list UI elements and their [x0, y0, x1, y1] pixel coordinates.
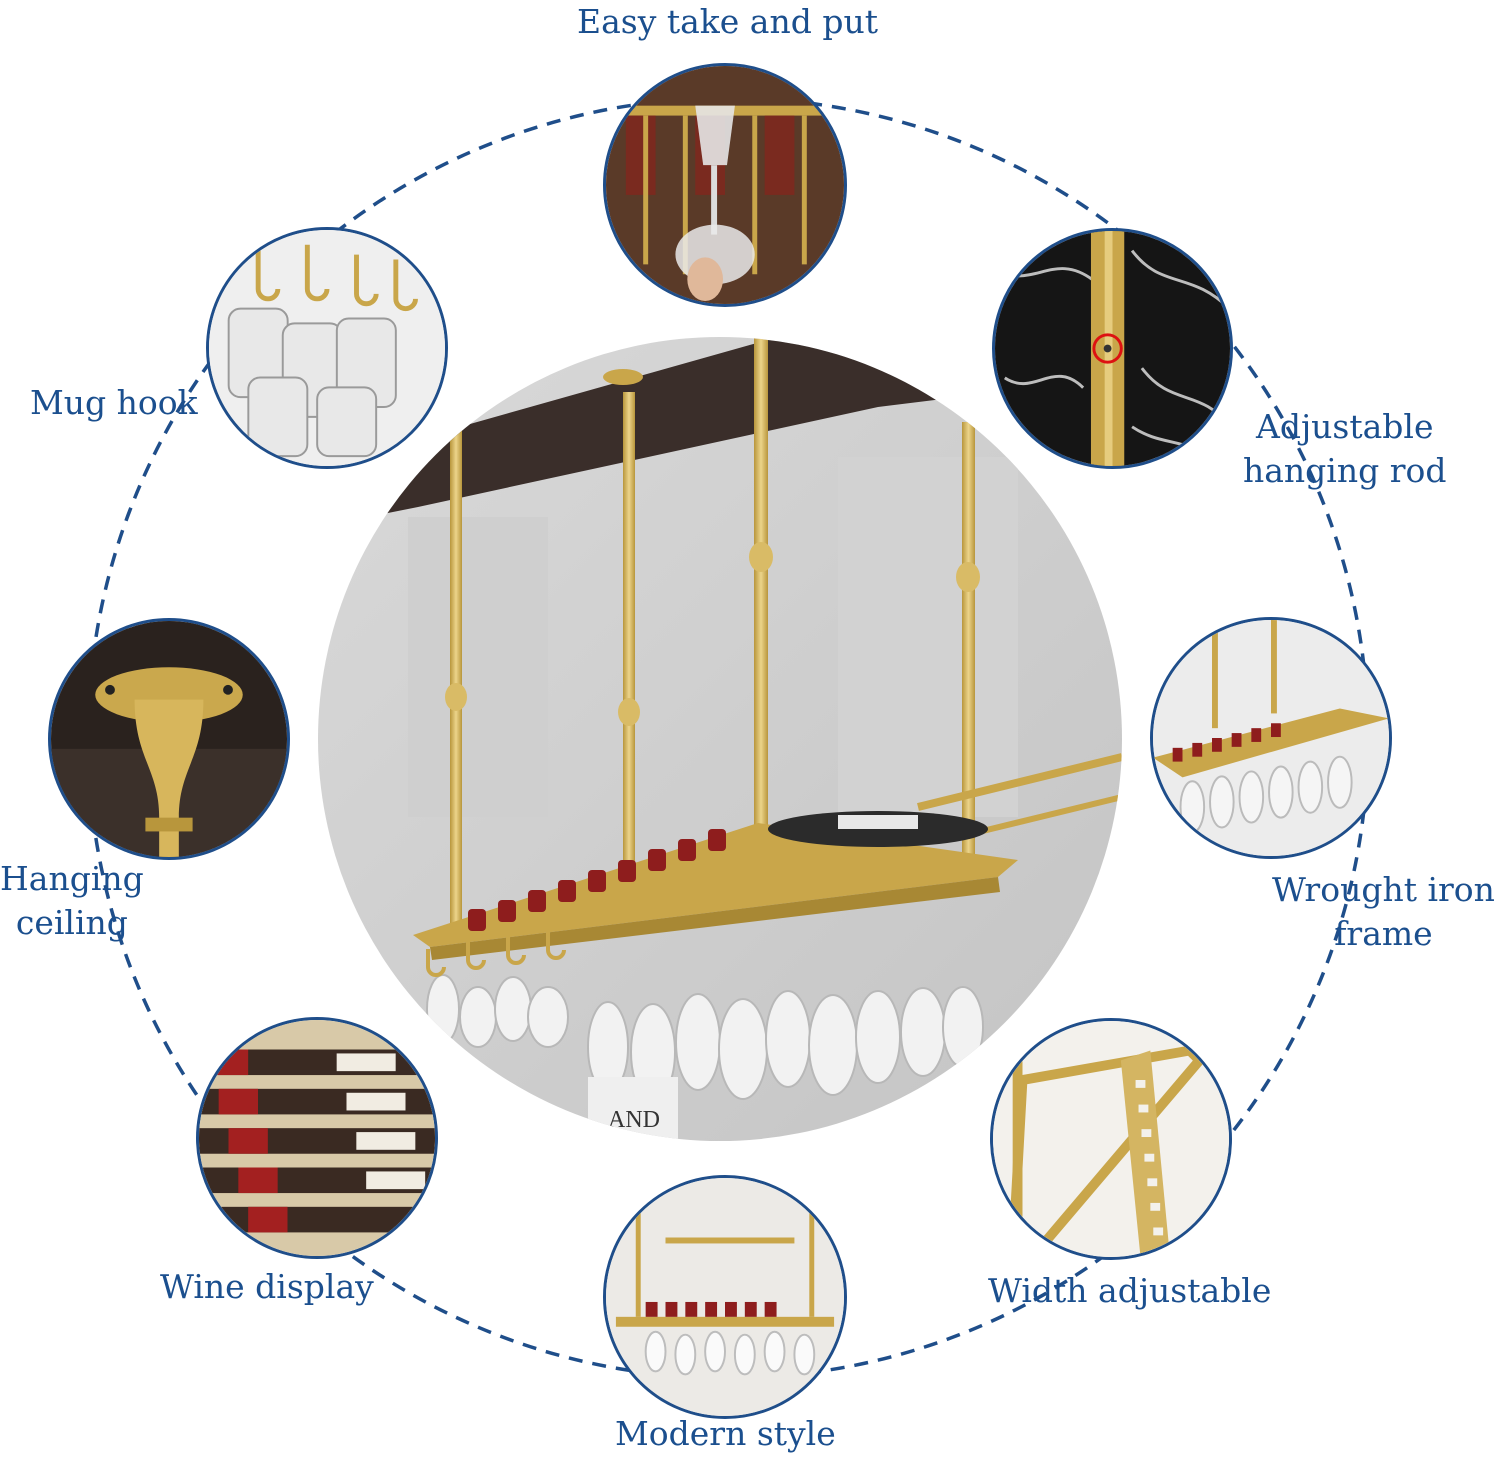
main-product-image: AND — [318, 337, 1122, 1141]
thumb-wine-display — [196, 1017, 438, 1259]
label-width-adjustable: Width adjustable — [988, 1271, 1272, 1310]
label-line: frame — [1334, 914, 1433, 953]
label-wrought-iron-frame: Wrought iron frame — [1272, 868, 1495, 956]
hanging-rod-photo — [995, 231, 1230, 466]
label-mug-hook: Mug hook — [30, 383, 198, 422]
ceiling-mount-photo — [51, 621, 287, 857]
ceiling-wine-rack-illustration: AND — [318, 337, 1122, 1141]
thumb-easy-take-and-put — [603, 63, 847, 307]
adjustable-bracket-photo — [993, 1021, 1229, 1257]
thumb-adjustable-hanging-rod — [992, 228, 1233, 469]
thumb-width-adjustable — [990, 1018, 1232, 1260]
glass-holder-photo — [606, 66, 844, 304]
label-modern-style: Modern style — [615, 1414, 836, 1453]
thumb-wrought-iron-frame — [1150, 617, 1392, 859]
label-line: Hanging — [0, 859, 144, 898]
label-line: Wrought iron — [1272, 870, 1495, 909]
label-easy-take-and-put: Easy take and put — [577, 2, 878, 41]
label-adjustable-hanging-rod: Adjustable hanging rod — [1243, 405, 1447, 493]
label-line: hanging rod — [1243, 451, 1447, 490]
mug-hook-photo — [209, 230, 445, 466]
label-wine-display: Wine display — [160, 1267, 374, 1306]
label-line: Adjustable — [1255, 407, 1434, 446]
thumb-hanging-ceiling — [48, 618, 290, 860]
thumb-modern-style — [603, 1175, 847, 1419]
label-hanging-ceiling: Hanging ceiling — [0, 857, 144, 945]
modern-style-photo — [606, 1178, 844, 1416]
wine-bottles-photo — [199, 1020, 435, 1256]
thumb-mug-hook — [206, 227, 448, 469]
label-line: ceiling — [15, 903, 128, 942]
iron-frame-photo — [1153, 620, 1389, 856]
